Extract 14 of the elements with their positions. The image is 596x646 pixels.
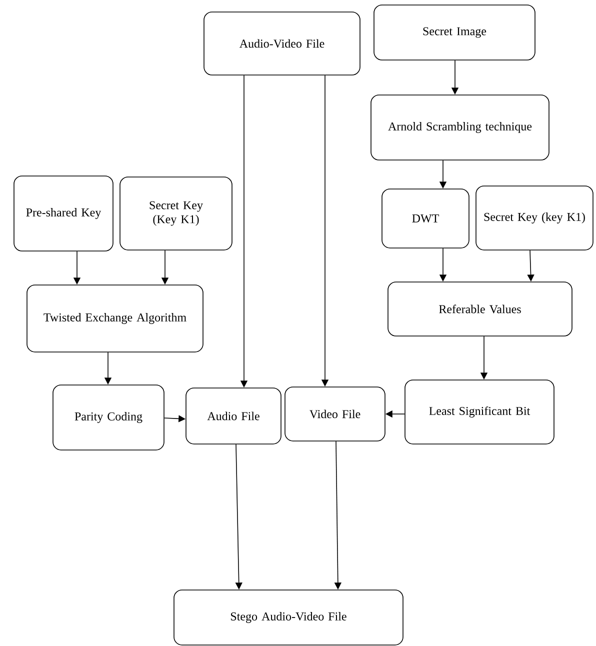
process-box: Video File [284, 386, 386, 442]
process-box: DWT [382, 188, 470, 248]
process-box: Arnold Scrambling technique [370, 94, 550, 160]
process-box: Pre-shared Key [14, 176, 114, 252]
process-box: Audio File [186, 388, 282, 444]
process-box: Least Significant Bit [404, 380, 554, 444]
process-box: Secret Image [374, 4, 536, 60]
process-box: Secret Key (Key K1) [120, 176, 232, 250]
process-box: Stego Audio-Video File [174, 590, 404, 646]
process-box: Audio-Video File [204, 12, 360, 76]
process-box: Secret Key (key K1) [476, 186, 594, 250]
process-box: Parity Coding [52, 384, 164, 450]
process-box: Referable Values [388, 282, 572, 336]
process-box: Twisted Exchange Algorithm [26, 284, 204, 352]
